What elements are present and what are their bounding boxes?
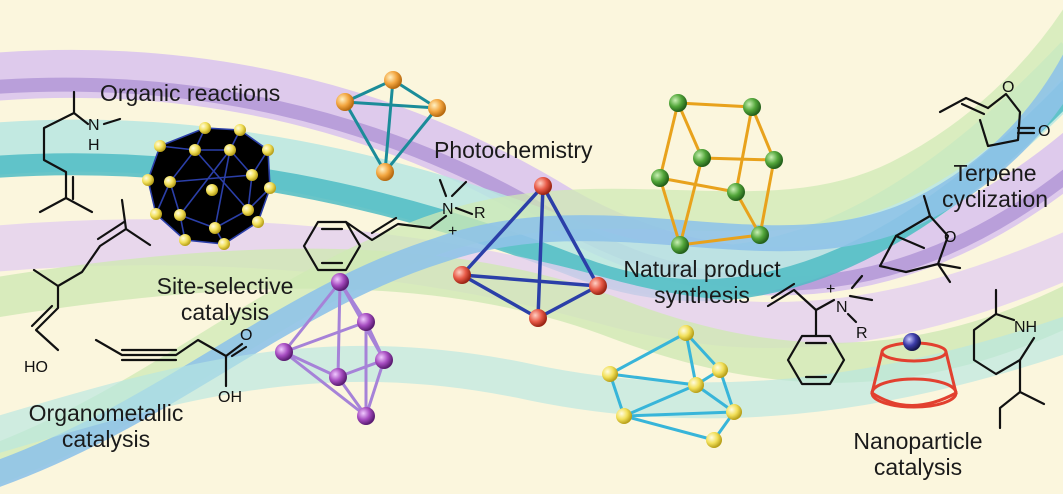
charge-plus-styryl: + (448, 223, 457, 240)
label-site-line2: catalysis (180, 299, 270, 325)
atom-n: N (88, 117, 100, 134)
label-natural-product: Natural product synthesis (604, 256, 800, 308)
atom-oh: OH (218, 389, 242, 406)
red-tetrahedron-cluster (453, 177, 607, 327)
atom-o-lactone: O (1002, 79, 1014, 96)
label-site-line1: Site-selective (156, 273, 294, 299)
nanoparticle-cone (870, 333, 958, 409)
atom-n-benzyl: N (836, 299, 848, 316)
benzyl-ammonium-molecule (766, 274, 874, 386)
atom-o-lactone-carbonyl: O (1038, 123, 1050, 140)
atom-r-styryl: R (474, 205, 486, 222)
green-cube-cluster (651, 94, 783, 254)
label-nanoparticle-line2: catalysis (873, 454, 963, 480)
label-terpene-line2: cyclization (941, 186, 1049, 212)
alkyne-acid-molecule (94, 338, 248, 388)
label-site-selective: Site-selective catalysis (140, 273, 310, 325)
bicyclic-ether-molecule (878, 194, 962, 284)
styryl-ammonium-molecule (302, 178, 474, 272)
amine-terpene-molecule: N H (38, 90, 122, 214)
atom-o-ether: O (944, 229, 956, 246)
charge-plus-benzyl: + (826, 281, 835, 298)
atom-n-styryl: N (442, 201, 454, 218)
label-organometallic: Organometallic catalysis (8, 400, 204, 452)
label-organometallic-line2: catalysis (61, 426, 151, 452)
atom-r-benzyl: R (856, 325, 868, 342)
piperidine-molecule (972, 288, 1046, 430)
yellow-cage-cluster (142, 122, 276, 250)
label-organometallic-line1: Organometallic (28, 400, 184, 426)
atom-ho: HO (24, 359, 48, 376)
label-photochemistry: Photochemistry (434, 137, 593, 163)
label-nanoparticle: Nanoparticle catalysis (830, 428, 1006, 480)
lactone-molecule (938, 92, 1036, 148)
geraniol-chain-molecule (30, 198, 152, 352)
label-natural-line1: Natural product (623, 256, 781, 282)
label-natural-line2: synthesis (654, 282, 750, 308)
atom-nh: NH (1014, 319, 1037, 336)
label-nanoparticle-line1: Nanoparticle (853, 428, 983, 454)
label-terpene-cyclization: Terpene cyclization (930, 160, 1060, 212)
label-organic-reactions: Organic reactions (100, 80, 281, 106)
orange-tetrahedron-cluster (336, 71, 446, 181)
label-terpene-line1: Terpene (953, 160, 1037, 186)
purple-octahedron-cluster (275, 273, 393, 425)
cyan-bipyramid-cluster (602, 325, 742, 448)
atom-o-acid: O (240, 327, 252, 344)
atom-h: H (88, 137, 100, 154)
